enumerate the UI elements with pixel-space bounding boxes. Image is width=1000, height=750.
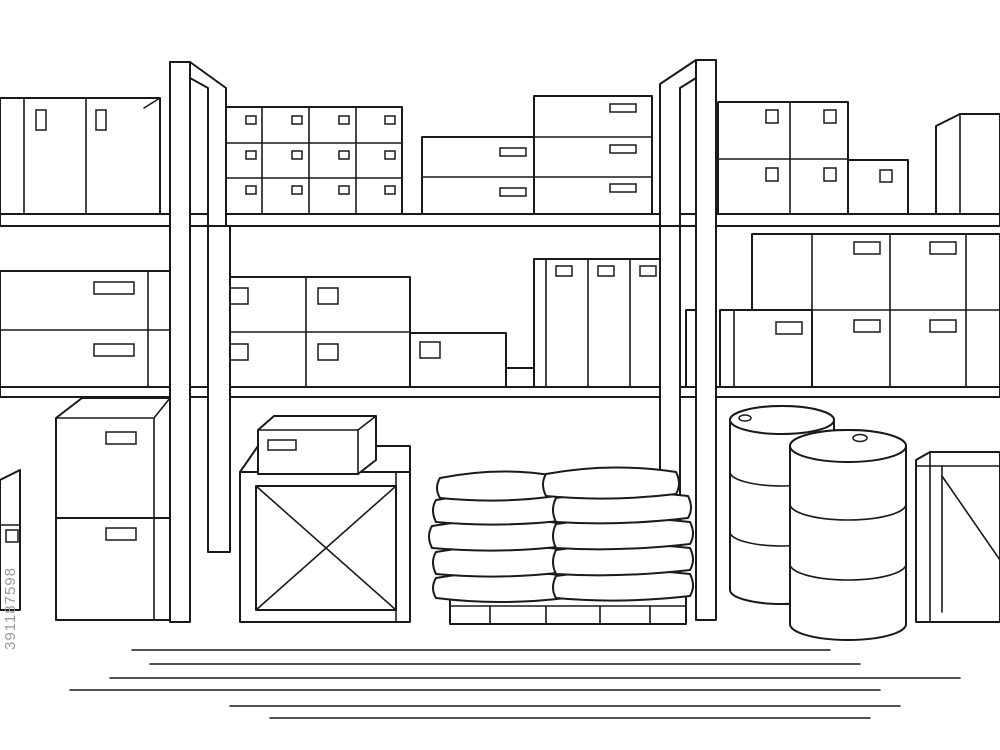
left-floor-boxes [0, 398, 170, 620]
barrels [730, 406, 906, 640]
rack-uprights [170, 60, 716, 622]
right-crate [916, 452, 1000, 622]
top-shelf-boxes [0, 96, 1000, 214]
wooden-crate [240, 416, 410, 622]
stock-id-watermark: 391187598 [2, 567, 19, 650]
middle-shelf-boxes [0, 234, 1000, 387]
floor-lines [70, 650, 960, 718]
sacks-on-pallet [429, 467, 693, 624]
shelf-planks [0, 214, 1000, 397]
